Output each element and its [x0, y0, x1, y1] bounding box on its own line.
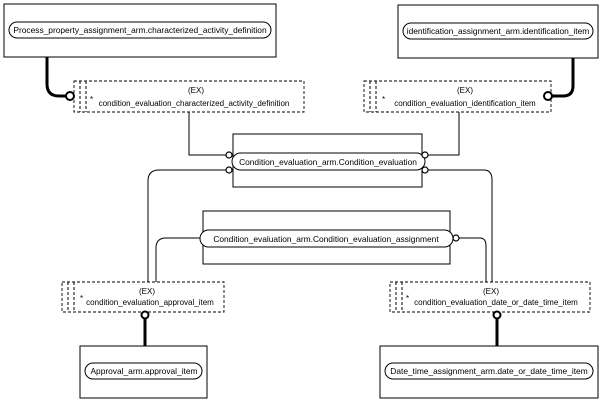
- connector-assignment-right: [453, 237, 487, 282]
- thick-connector-top-right: [552, 58, 575, 98]
- select-char-activity-ex: (EX): [188, 86, 204, 95]
- select-date-item-asterisk: *: [406, 294, 409, 303]
- entity-condition-evaluation: Condition_evaluation_arm.Condition_evalu…: [231, 133, 426, 188]
- circle-marker-central-left-lower: [225, 166, 233, 174]
- select-char-activity-label: condition_evaluation_characterized_activ…: [99, 99, 290, 108]
- select-char-activity-asterisk: *: [90, 95, 93, 104]
- circle-marker-central-left-upper: [225, 151, 233, 159]
- entity-process-property: Process_property_assignment_arm.characte…: [3, 3, 277, 58]
- circle-marker-approval: [140, 310, 150, 320]
- connector-assignment-left: [155, 237, 200, 282]
- connector-ident-item: [425, 112, 460, 156]
- circle-marker-assignment-right: [452, 234, 460, 242]
- select-approval-item: (EX) * condition_evaluation_approval_ite…: [61, 281, 225, 313]
- entity-date-item-label: Date_time_assignment_arm.date_or_date_ti…: [390, 366, 587, 376]
- circle-marker-central-right-lower: [421, 166, 429, 174]
- connector-approval-select: [147, 169, 229, 282]
- select-char-activity: (EX) * condition_evaluation_characterize…: [73, 80, 305, 113]
- entity-condition-evaluation-assignment: Condition_evaluation_arm.Condition_evalu…: [199, 210, 454, 265]
- select-approval-item-ex: (EX): [139, 287, 155, 296]
- entity-identification-item: identification_assignment_arm.identifica…: [397, 4, 599, 59]
- select-date-item-label: condition_evaluation_date_or_date_time_i…: [414, 298, 578, 307]
- select-ident-item-asterisk: *: [382, 95, 385, 104]
- circle-marker-central-right-upper: [421, 151, 429, 159]
- entity-approval-item-label: Approval_arm.approval_item: [90, 366, 197, 376]
- connector-date-select: [425, 169, 493, 282]
- select-ident-item-label: condition_evaluation_identification_item: [394, 99, 536, 108]
- entity-process-property-label: Process_property_assignment_arm.characte…: [13, 25, 267, 35]
- thick-connector-top-left: [45, 57, 66, 98]
- select-ident-item-ex: (EX): [457, 86, 473, 95]
- connector-char-activity: [188, 112, 229, 156]
- select-date-item-ex: (EX): [483, 287, 499, 296]
- circle-marker-top-left: [65, 91, 75, 101]
- entity-approval-item: Approval_arm.approval_item: [79, 345, 208, 399]
- connectors: [45, 57, 575, 352]
- select-approval-item-label: condition_evaluation_approval_item: [86, 298, 214, 307]
- entity-condition-evaluation-assignment-label: Condition_evaluation_arm.Condition_evalu…: [213, 234, 439, 244]
- circle-marker-date: [492, 310, 502, 320]
- circle-marker-top-right: [543, 91, 553, 101]
- select-approval-item-asterisk: *: [80, 294, 83, 303]
- select-date-item: (EX) * condition_evaluation_date_or_date…: [389, 281, 591, 313]
- entity-condition-evaluation-label: Condition_evaluation_arm.Condition_evalu…: [239, 157, 417, 167]
- entity-identification-item-label: identification_assignment_arm.identifica…: [407, 26, 590, 36]
- relationship-markers: [65, 91, 553, 320]
- entity-date-item: Date_time_assignment_arm.date_or_date_ti…: [379, 345, 599, 399]
- select-ident-item: (EX) * condition_evaluation_identificati…: [363, 80, 552, 113]
